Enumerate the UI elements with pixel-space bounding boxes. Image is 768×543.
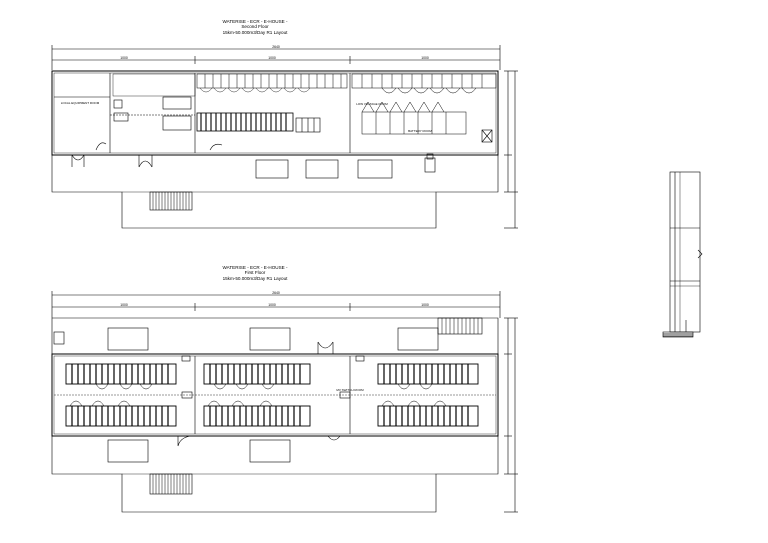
first-floor-plan: 2640 1000 1000 1000 MV SWITCH ROOM xyxy=(51,291,518,513)
room-label: MV SWITCH ROOM xyxy=(336,388,364,392)
title-line: WATERISE - ECR - E-HOUSE - xyxy=(222,265,288,270)
title-line: First Floor xyxy=(244,270,266,276)
dimension-label: 1000 xyxy=(268,303,276,307)
room-label: LOW VOLTAGE ROOM xyxy=(356,102,388,106)
dimension-label: 1000 xyxy=(421,303,429,307)
dimension-label: 1000 xyxy=(120,303,128,307)
first-floor-title: WATERISE - ECR - E-HOUSE - First Floor 1… xyxy=(205,265,305,281)
side-elevation xyxy=(662,171,703,338)
second-floor-title: WATERISE - ECR - E-HOUSE - Second Floor … xyxy=(205,19,305,35)
second-floor-plan: 2640 1000 1000 1000 xyxy=(51,45,518,229)
room-label: BATTERY ROOM xyxy=(408,129,432,133)
dimension-label: 1000 xyxy=(421,56,429,60)
title-line: 15km-50.000m3/Day R1 Layout xyxy=(222,275,288,281)
title-line: WATERISE - ECR - E-HOUSE - xyxy=(222,19,288,24)
title-line: Second Floor xyxy=(241,24,269,30)
room-label: LOCAL EQUIPMENT ROOM xyxy=(61,101,100,105)
title-line: 15km-50.000m3/Day R1 Layout xyxy=(222,29,288,35)
dimension-label: 2640 xyxy=(272,45,280,49)
dimension-label: 1000 xyxy=(268,56,276,60)
dimension-label: 1000 xyxy=(120,56,128,60)
dimension-label: 2640 xyxy=(272,291,280,295)
